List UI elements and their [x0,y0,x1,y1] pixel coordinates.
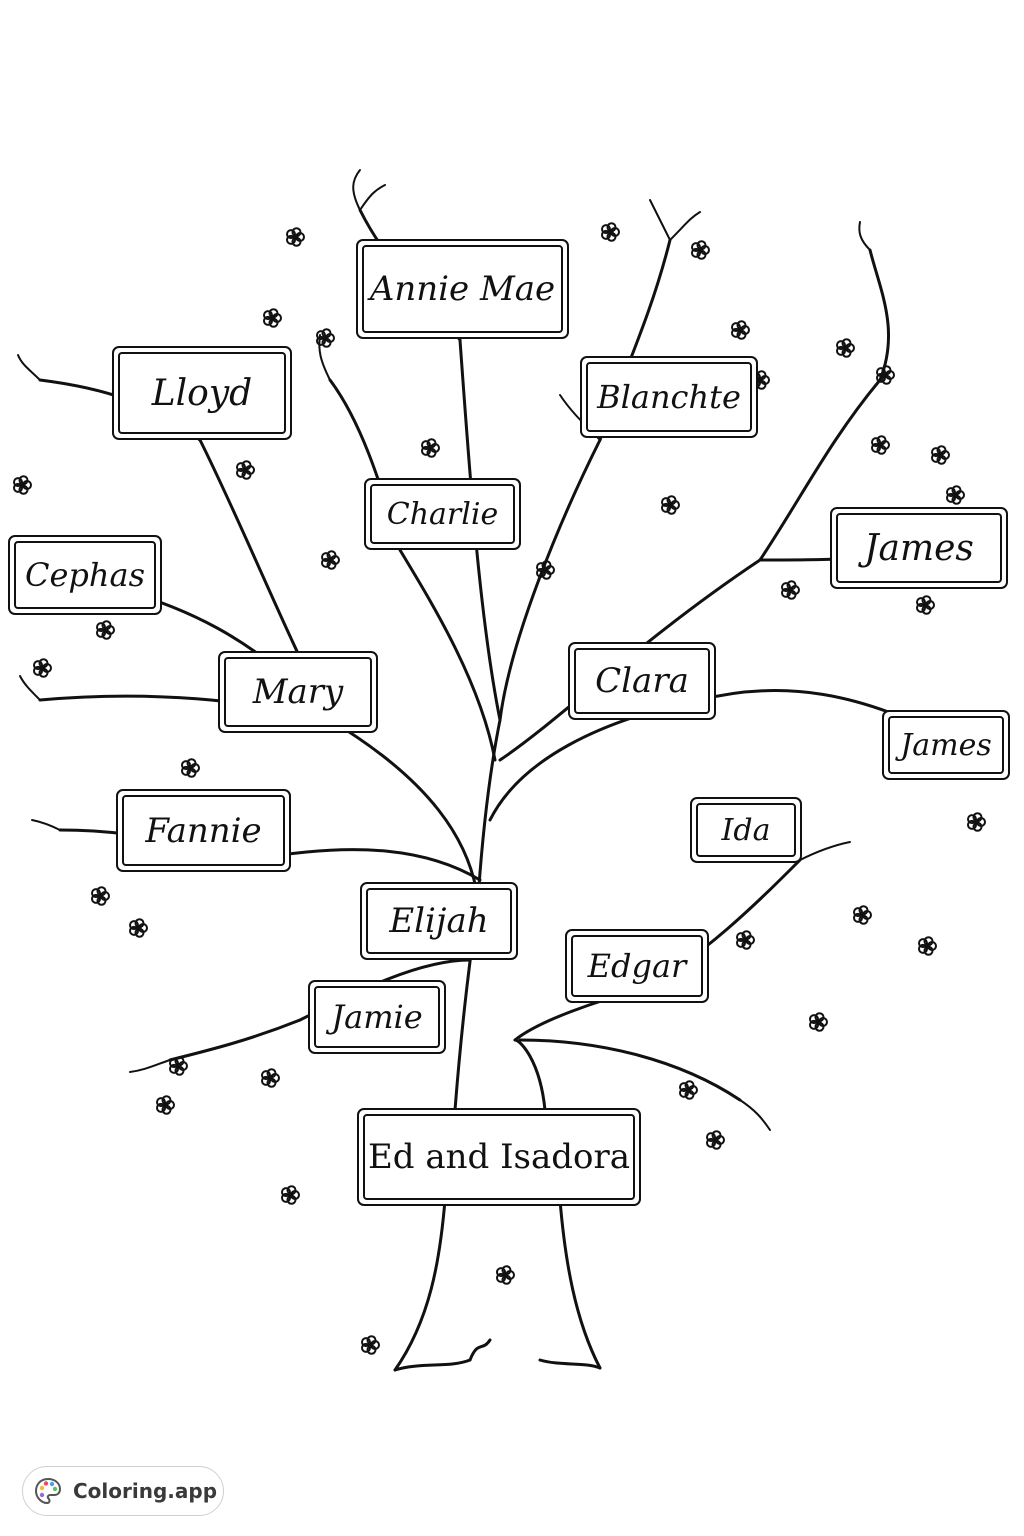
name-plaque-label: Ed and Isadora [363,1114,635,1200]
name-plaque-elijah[interactable]: Elijah [360,882,518,960]
name-plaque-jamie[interactable]: Jamie [308,980,446,1054]
name-plaque-annie-mae[interactable]: Annie Mae [356,239,569,339]
name-plaque-mary[interactable]: Mary [218,651,378,733]
name-plaque-label: Charlie [370,484,515,544]
name-plaque-fannie[interactable]: Fannie [116,789,291,872]
name-plaque-label: Ida [696,803,796,857]
name-plaque-label: Blanchte [586,362,752,432]
name-plaque-ed-and-isadora[interactable]: Ed and Isadora [357,1108,641,1206]
tree-trunk [393,718,642,1372]
name-plaque-label: Fannie [122,795,285,866]
name-plaque-label: James [888,716,1004,774]
name-plaque-ida[interactable]: Ida [690,797,802,863]
name-plaque-edgar[interactable]: Edgar [565,929,709,1003]
name-plaque-clara[interactable]: Clara [568,642,716,720]
name-plaque-lloyd[interactable]: Lloyd [112,346,292,440]
palette-icon [34,1477,62,1505]
name-plaque-james-upper[interactable]: James [830,507,1008,589]
name-plaque-blanchte[interactable]: Blanchte [580,356,758,438]
name-plaque-label: Edgar [571,935,703,997]
name-plaque-label: Jamie [314,986,440,1048]
name-plaque-label: Elijah [366,888,512,954]
name-plaque-label: Lloyd [118,352,286,434]
badge-label: Coloring.app [73,1479,218,1503]
name-plaque-label: Cephas [14,541,156,609]
name-plaque-label: Annie Mae [362,245,563,333]
name-plaque-label: James [836,513,1002,583]
name-plaque-label: Clara [574,648,710,714]
tree-blossoms [13,222,986,1355]
coloring-app-badge[interactable]: Coloring.app [22,1466,224,1516]
name-plaque-cephas[interactable]: Cephas [8,535,162,615]
name-plaque-charlie[interactable]: Charlie [364,478,521,550]
name-plaque-label: Mary [224,657,372,727]
name-plaque-james-lower[interactable]: James [882,710,1010,780]
